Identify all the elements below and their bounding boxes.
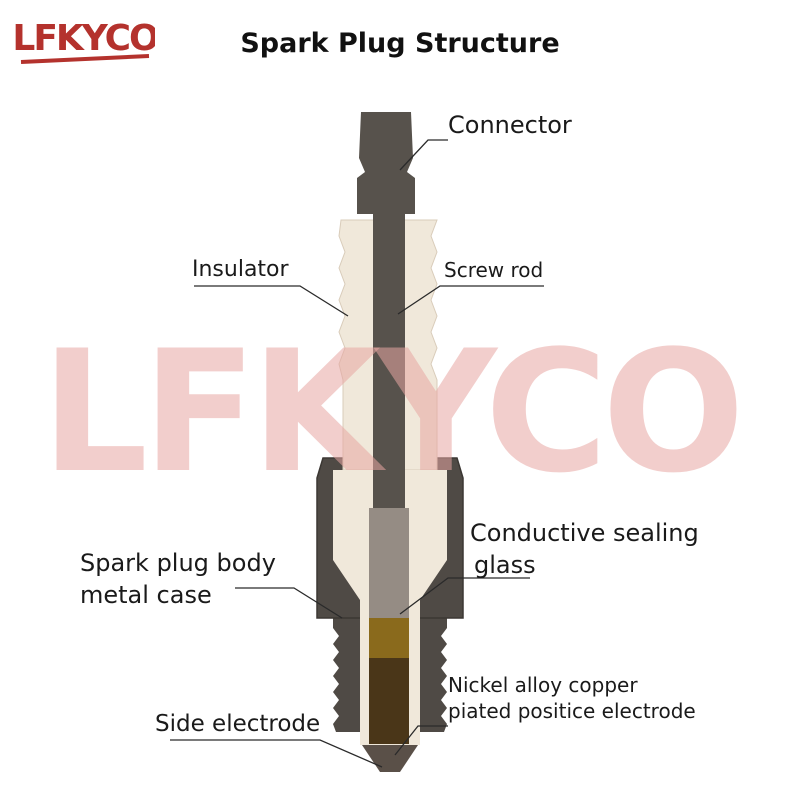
leader-lines — [170, 139, 544, 768]
leader-sealing-glass — [399, 577, 530, 615]
label-side-electrode: Side electrode — [155, 711, 321, 737]
label-nickel-line2: piated positice electrode — [448, 699, 696, 723]
leader-insulator — [194, 285, 349, 317]
brand-logo: LFKYCO — [15, 18, 155, 64]
label-sealing-glass-line1: Conductive sealing — [470, 519, 699, 547]
label-insulator: Insulator — [192, 257, 289, 282]
connector-terminal — [357, 112, 415, 214]
leader-screw-rod — [397, 285, 544, 315]
spark-plug-illustration — [316, 112, 464, 772]
screw-rod — [373, 214, 405, 510]
electrode-core — [369, 658, 409, 744]
sealing-glass — [369, 508, 409, 618]
side-electrode-tip — [362, 745, 418, 772]
logo-underline — [20, 54, 150, 64]
label-sealing-glass-line2: glass — [474, 551, 536, 579]
logo-text: LFKYCO — [15, 18, 155, 59]
leader-nickel — [394, 725, 448, 756]
label-screw-rod: Screw rod — [444, 258, 544, 282]
leader-body — [235, 587, 343, 619]
watermark-text: LFKYCO — [41, 314, 739, 510]
sealing-band — [369, 618, 409, 658]
label-body-line1: Spark plug body — [80, 549, 276, 577]
label-nickel-line1: Nickel alloy copper — [448, 673, 638, 697]
leader-side-electrode — [170, 739, 383, 768]
diagram-title: Spark Plug Structure — [240, 28, 560, 59]
label-connector: Connector — [448, 111, 572, 139]
label-body-line2: metal case — [80, 581, 212, 609]
leader-connector — [399, 139, 448, 171]
